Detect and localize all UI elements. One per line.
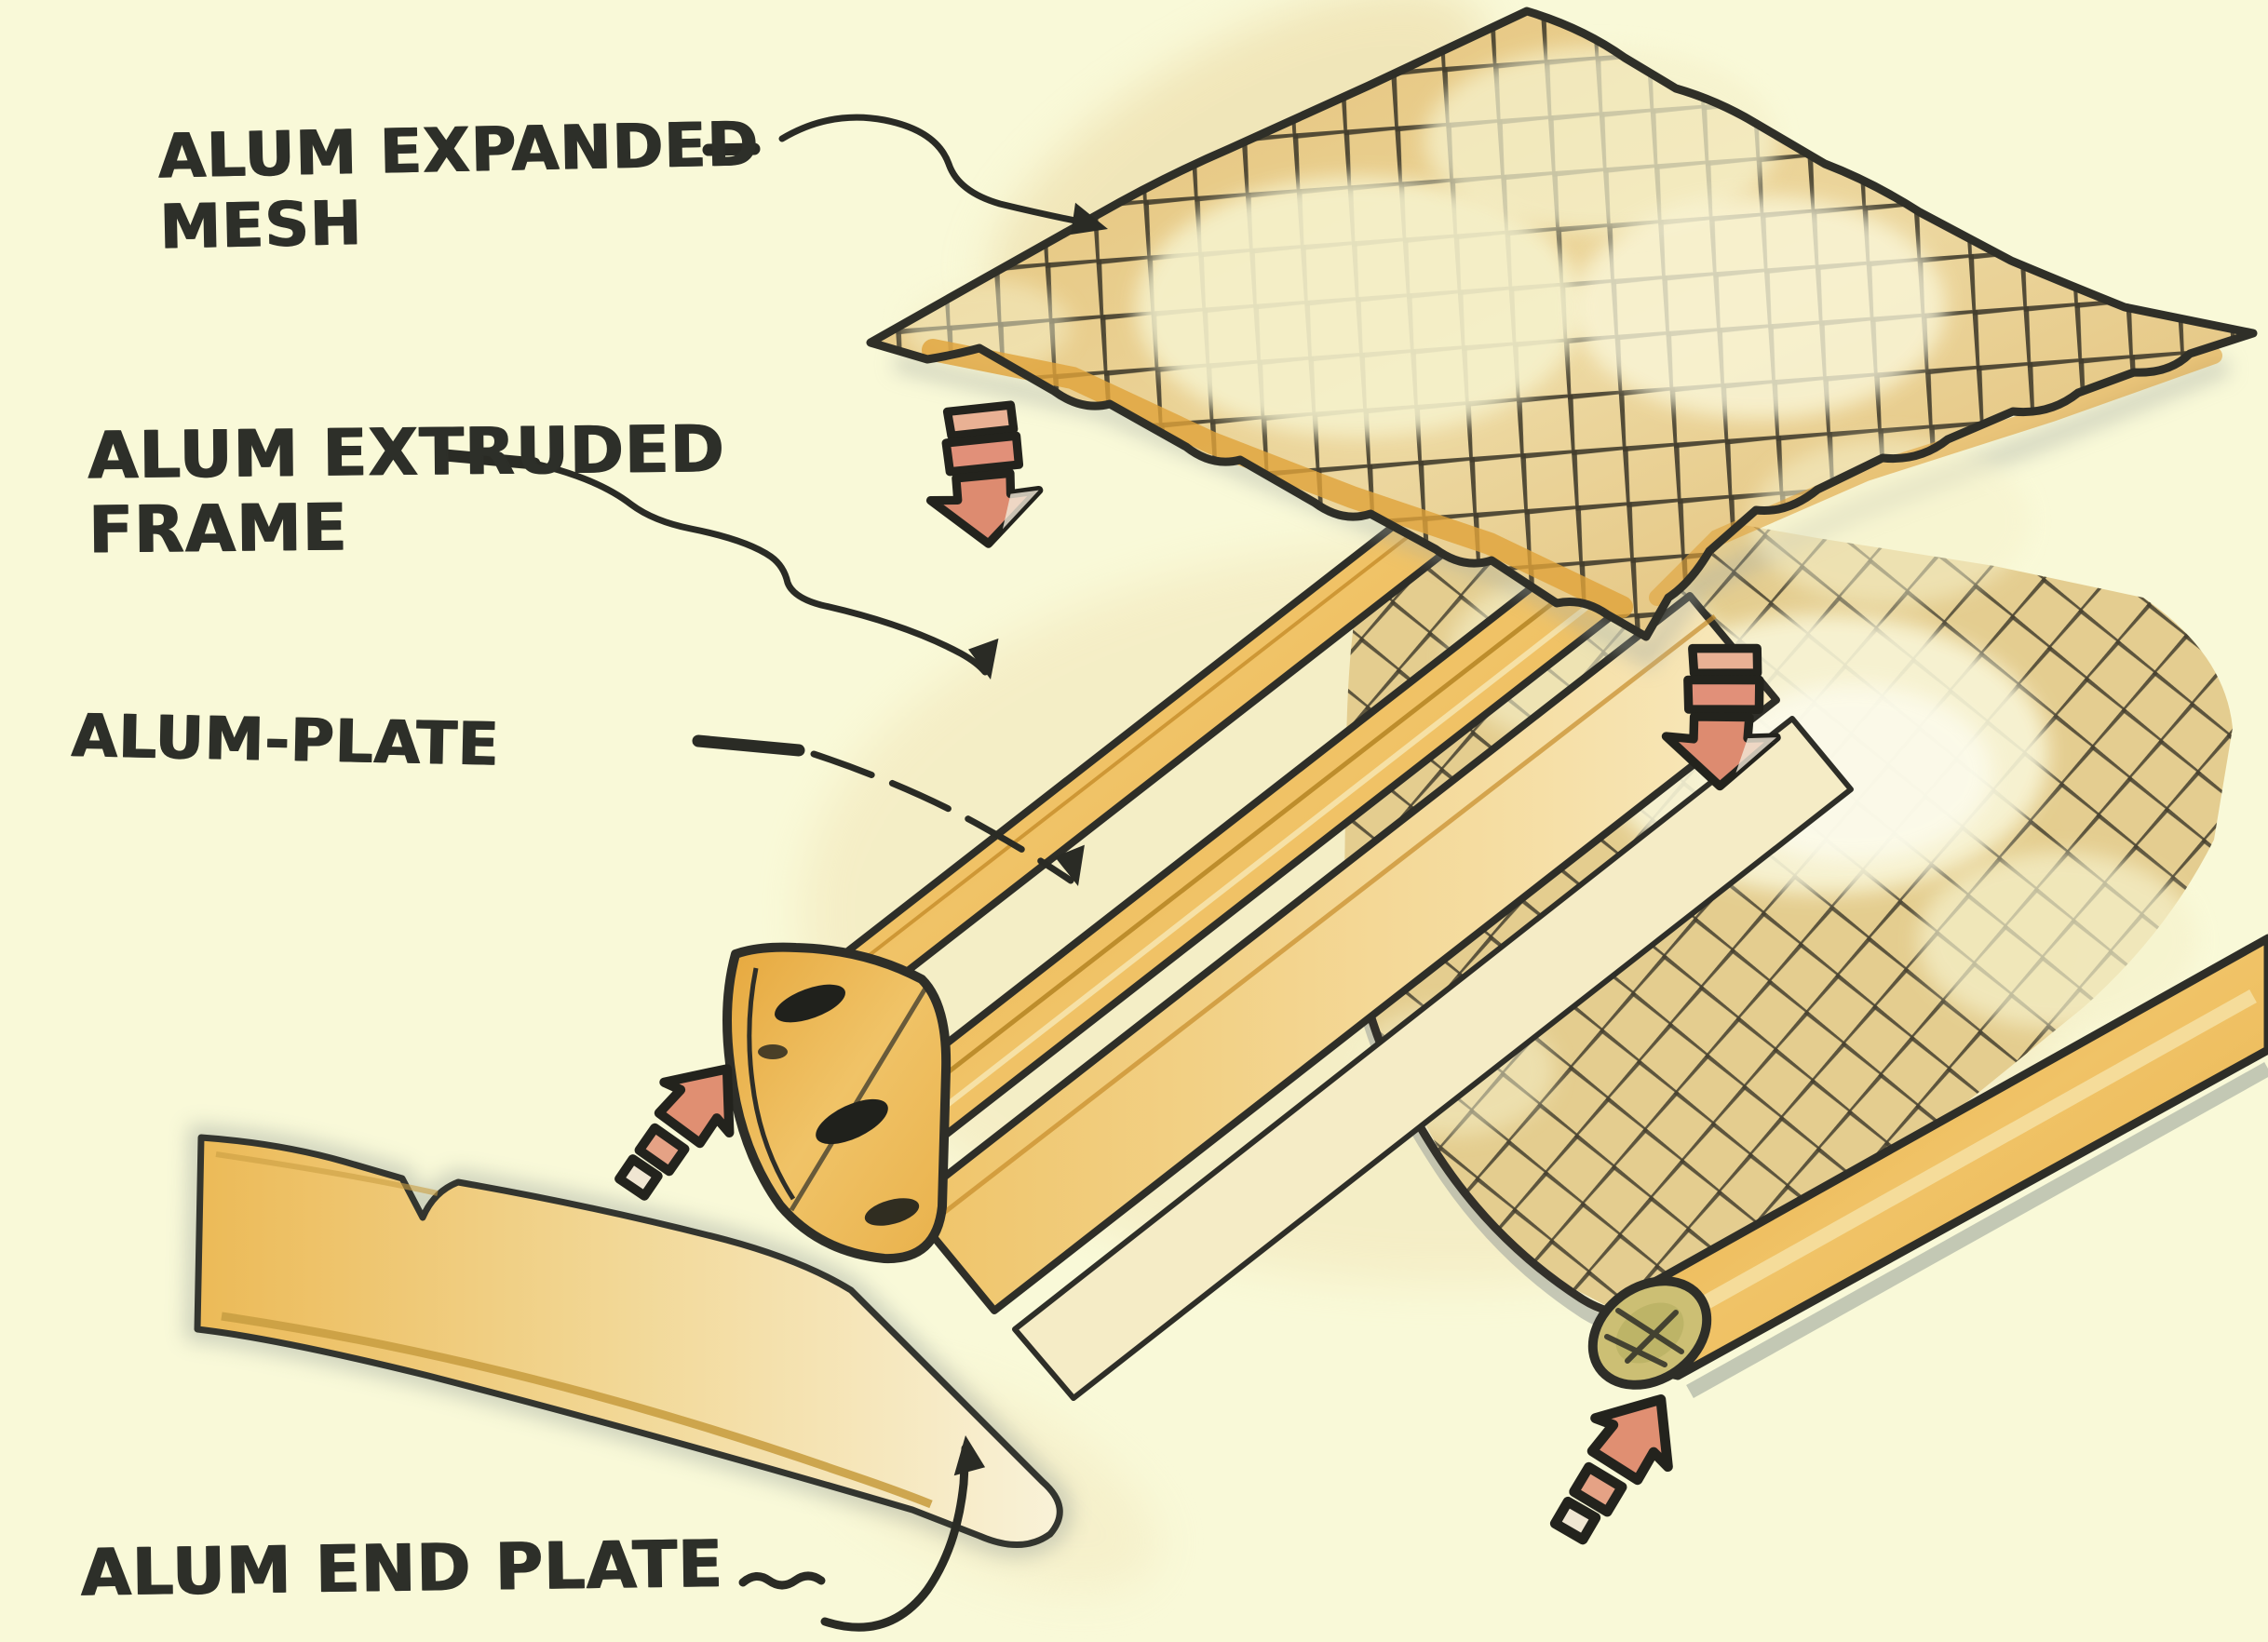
label-alum-extruded-frame: ALUM EXTRUDED FRAME bbox=[87, 410, 725, 569]
label-line: FRAME bbox=[88, 489, 348, 569]
label-alum-end-plate: ALUM END PLATE bbox=[79, 1526, 723, 1611]
leader-end-plate bbox=[738, 1433, 986, 1632]
label-alum-expanded-mesh: ALUM EXPANDED MESH bbox=[156, 108, 760, 263]
label-line: ALUM-PLATE bbox=[70, 702, 500, 780]
label-alum-plate: ALUM-PLATE bbox=[70, 702, 500, 780]
label-line: MESH bbox=[158, 187, 363, 263]
label-line: ALUM EXTRUDED bbox=[87, 410, 725, 494]
leader-expanded-mesh bbox=[702, 114, 1113, 246]
label-line: ALUM END PLATE bbox=[79, 1526, 723, 1611]
expanded-mesh-panel bbox=[866, 7, 2258, 670]
leader-plate bbox=[692, 734, 1093, 890]
leader-lines bbox=[439, 114, 1113, 1632]
frame-tube-rail bbox=[1587, 934, 2268, 1398]
up-right-arrow-icon bbox=[1549, 1394, 1673, 1545]
down-arrow-icon bbox=[1661, 643, 1781, 791]
up-right-arrow-icon bbox=[614, 1064, 735, 1201]
leader-extruded-frame bbox=[439, 449, 1006, 683]
down-arrow-icon bbox=[925, 400, 1044, 548]
label-line: ALUM EXPANDED bbox=[156, 108, 760, 193]
alum-plate-surface bbox=[1012, 716, 1854, 1401]
end-plate bbox=[184, 1124, 1073, 1557]
